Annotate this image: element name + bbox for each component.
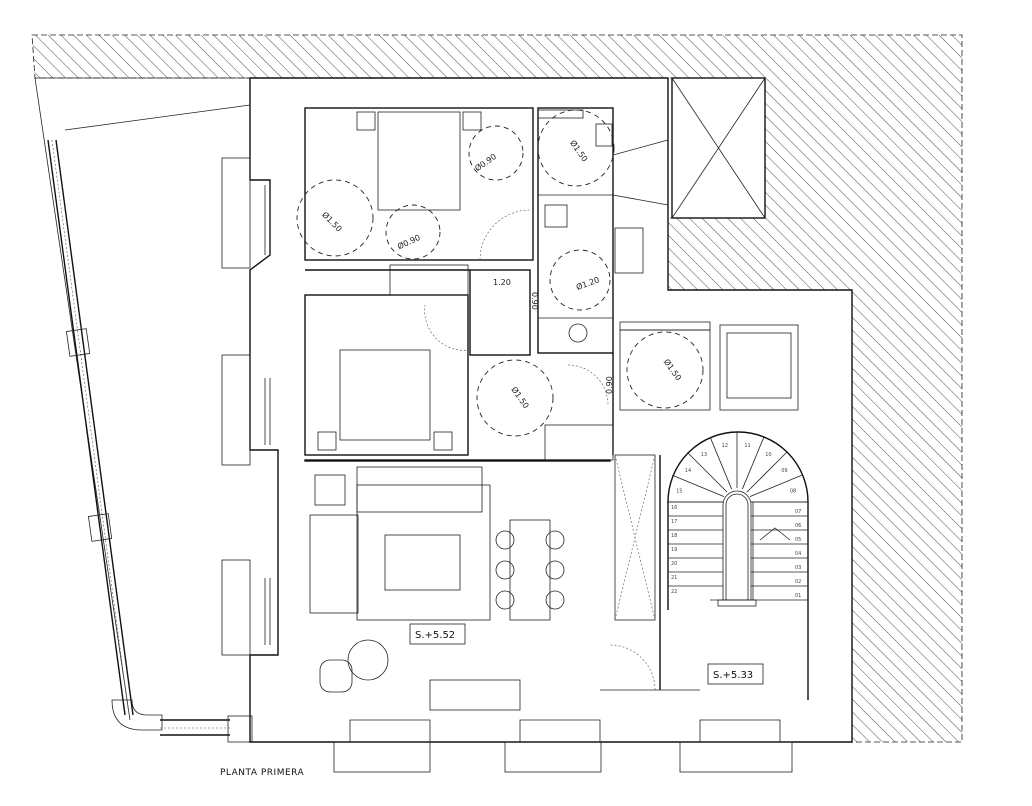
- stair-step-number: 16: [671, 505, 677, 511]
- sofa-left: [309, 514, 359, 614]
- level-stairs: S.+5.33: [713, 670, 753, 681]
- dimension-door-hall: 0.90: [605, 376, 614, 394]
- stair-step-number: 01: [795, 593, 801, 599]
- furniture: [309, 111, 565, 711]
- stair-step-number: 06: [795, 523, 801, 529]
- plan-title: PLANTA PRIMERA: [220, 768, 305, 778]
- stair-step-number: 08: [790, 489, 796, 495]
- stair-step-number: 07: [795, 509, 801, 515]
- spiral-staircase: 16 17 18 19 20 21 22 07 06 05 04 03 02 01 15 14 13 12 11 10…: [667, 431, 809, 700]
- stair-step: [709, 437, 733, 490]
- circle-label: Ø1.50: [509, 385, 531, 410]
- terrace-railing: [34, 77, 253, 743]
- circle-label: Ø0.90: [473, 151, 498, 173]
- stair-step: [687, 452, 728, 493]
- double-bed-1: [377, 111, 461, 211]
- stair-step-number: 03: [795, 565, 801, 571]
- circle-label: Ø1.50: [320, 210, 344, 234]
- coffee-table: [384, 534, 461, 591]
- stair-step-number: 10: [765, 452, 771, 458]
- hatched-exterior: [31, 34, 963, 743]
- sofa-top: [356, 466, 483, 513]
- stair-step-number: 19: [671, 547, 677, 553]
- stair-step-number: 09: [781, 468, 787, 474]
- stair-step-number: 20: [671, 561, 677, 567]
- stair-step-number: 15: [676, 489, 682, 495]
- stair-step-number: 05: [795, 537, 801, 543]
- dimension-door-bath: 0.90: [530, 292, 539, 310]
- stair-direction-arrow: [759, 527, 791, 541]
- dimensions: 1.20 0.90 0.90: [493, 278, 614, 394]
- stair-step: [741, 437, 765, 490]
- dining-table: [509, 519, 551, 621]
- stair-step-number: 18: [671, 533, 677, 539]
- interior-walls: [304, 107, 799, 691]
- exterior-walls: [221, 77, 853, 773]
- stair-step-number: 02: [795, 579, 801, 585]
- stair-step-number: 21: [671, 575, 677, 581]
- skylight: [671, 77, 766, 219]
- stair-step: [672, 474, 725, 498]
- dimension-passage: 1.20: [493, 278, 511, 287]
- stair-step: [749, 474, 802, 498]
- double-bed-2: [339, 349, 431, 441]
- level-main: S.+5.52: [415, 630, 455, 641]
- circle-label: Ø1.20: [575, 274, 601, 292]
- stair-step-number: 04: [795, 551, 801, 557]
- round-table: [347, 639, 389, 681]
- stair-step-number: 13: [701, 452, 707, 458]
- stair-step-number: 14: [685, 468, 691, 474]
- stair-step: [746, 452, 787, 493]
- stair-step-number: 11: [744, 443, 750, 449]
- sideboard: [429, 679, 521, 711]
- circle-label: Ø1.50: [568, 138, 590, 163]
- stair-step-number: 17: [671, 519, 677, 525]
- rug: [356, 484, 491, 621]
- circle-label: Ø0.90: [396, 232, 422, 251]
- stair-step-number: 12: [722, 443, 728, 449]
- level-labels: S.+5.52 S.+5.33: [409, 623, 764, 685]
- circle-label: Ø1.50: [662, 357, 684, 382]
- stair-step-number: 22: [671, 589, 677, 595]
